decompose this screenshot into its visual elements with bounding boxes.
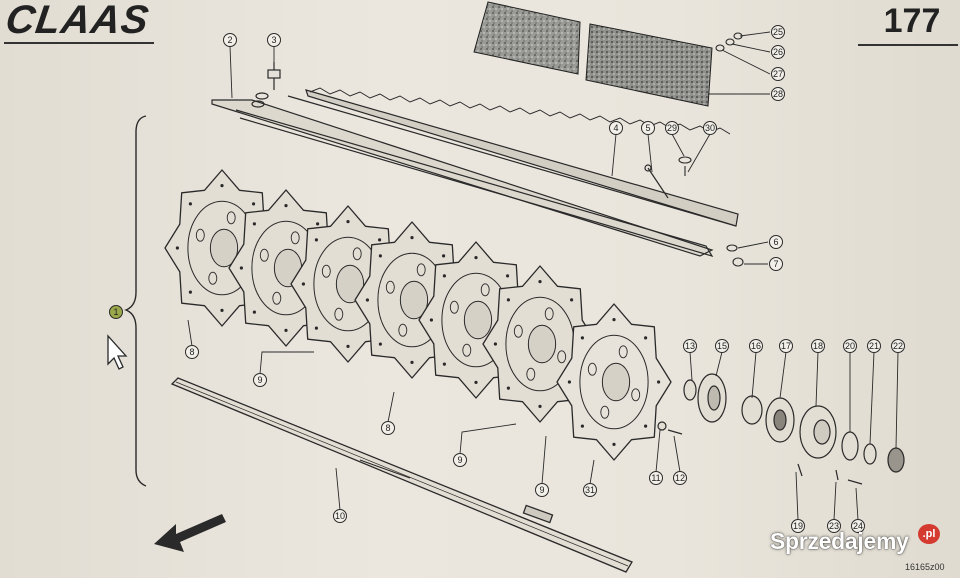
callout-13: 13 [683,339,697,353]
svg-text:10: 10 [335,511,345,521]
callout-29: 29 [665,121,679,135]
svg-text:16: 16 [751,341,761,351]
felt-strip-left [473,1,581,75]
callout-5: 5 [641,121,655,135]
svg-text:22: 22 [893,341,903,351]
svg-text:7: 7 [773,259,778,269]
callout-30: 30 [703,121,717,135]
callout-28: 28 [771,87,785,101]
header-rule-right [858,44,958,46]
callout-19: 19 [791,519,805,533]
svg-text:12: 12 [675,473,685,483]
sprocket-7 [556,303,672,461]
cursor-arrow-icon [107,334,128,370]
sprocket-stack [164,169,672,461]
callout-8: 8 [185,345,199,359]
svg-text:4: 4 [613,123,618,133]
callout-3: 3 [267,33,281,47]
callout-6: 6 [769,235,783,249]
brand-logo: CLAAS [2,0,152,42]
svg-text:8: 8 [189,347,194,357]
callout-25: 25 [771,25,785,39]
svg-text:17: 17 [781,341,791,351]
callout-leader-lines [187,31,899,521]
svg-text:23: 23 [829,521,839,531]
watermark-text: Sprzedajemy [770,528,909,554]
callout-20: 20 [843,339,857,353]
callout-11: 11 [649,471,663,485]
callout-10: 10 [333,509,347,523]
callout-8: 8 [381,421,395,435]
svg-text:2: 2 [227,35,232,45]
callout-16: 16 [749,339,763,353]
callout-12: 12 [673,471,687,485]
callout-26: 26 [771,45,785,59]
callout-23: 23 [827,519,841,533]
callout-7: 7 [769,257,783,271]
svg-text:6: 6 [773,237,778,247]
svg-text:9: 9 [457,455,462,465]
header-rule-left [4,42,154,44]
direction-arrow-icon [154,514,226,552]
svg-text:9: 9 [539,485,544,495]
washer-30 [678,156,692,176]
callout-21: 21 [867,339,881,353]
comb-bar [211,87,739,258]
page-number: 177 [883,2,941,40]
callout-27: 27 [771,67,785,81]
callout-15: 15 [715,339,729,353]
felt-strip-right [585,23,713,107]
svg-text:15: 15 [717,341,727,351]
callout-22: 22 [891,339,905,353]
assembly-bracket [124,115,147,487]
svg-text:19: 19 [793,521,803,531]
callout-9: 9 [453,453,467,467]
callout-9: 9 [535,483,549,497]
svg-text:27: 27 [773,69,783,79]
bearing-assembly [657,373,905,485]
svg-text:18: 18 [813,341,823,351]
svg-text:28: 28 [773,89,783,99]
svg-text:24: 24 [853,521,863,531]
callout-17: 17 [779,339,793,353]
svg-text:5: 5 [645,123,650,133]
svg-text:9: 9 [257,375,262,385]
svg-text:29: 29 [667,123,677,133]
callout-2: 2 [223,33,237,47]
bolt-3 [251,62,281,108]
watermark-badge: .pl [918,524,940,544]
drive-shaft [170,377,633,573]
bolt-5 [644,164,669,199]
svg-text:8: 8 [385,423,390,433]
svg-text:11: 11 [651,473,660,483]
svg-text:3: 3 [271,35,276,45]
svg-text:13: 13 [685,341,695,351]
callout-24: 24 [851,519,865,533]
callout-18: 18 [811,339,825,353]
drawing-id: 16165z00 [905,562,945,572]
svg-text:26: 26 [773,47,783,57]
callout-31: 31 [583,483,597,497]
fasteners-6-7 [726,244,744,267]
callout-4: 4 [609,121,623,135]
callout-9: 9 [253,373,267,387]
svg-text:31: 31 [585,485,595,495]
svg-text:20: 20 [845,341,855,351]
callout-1: 1 [109,305,123,319]
svg-text:30: 30 [705,123,715,133]
svg-text:21: 21 [869,341,879,351]
svg-text:25: 25 [773,27,783,37]
svg-text:1: 1 [113,307,118,317]
fasteners-26-28 [715,32,743,52]
